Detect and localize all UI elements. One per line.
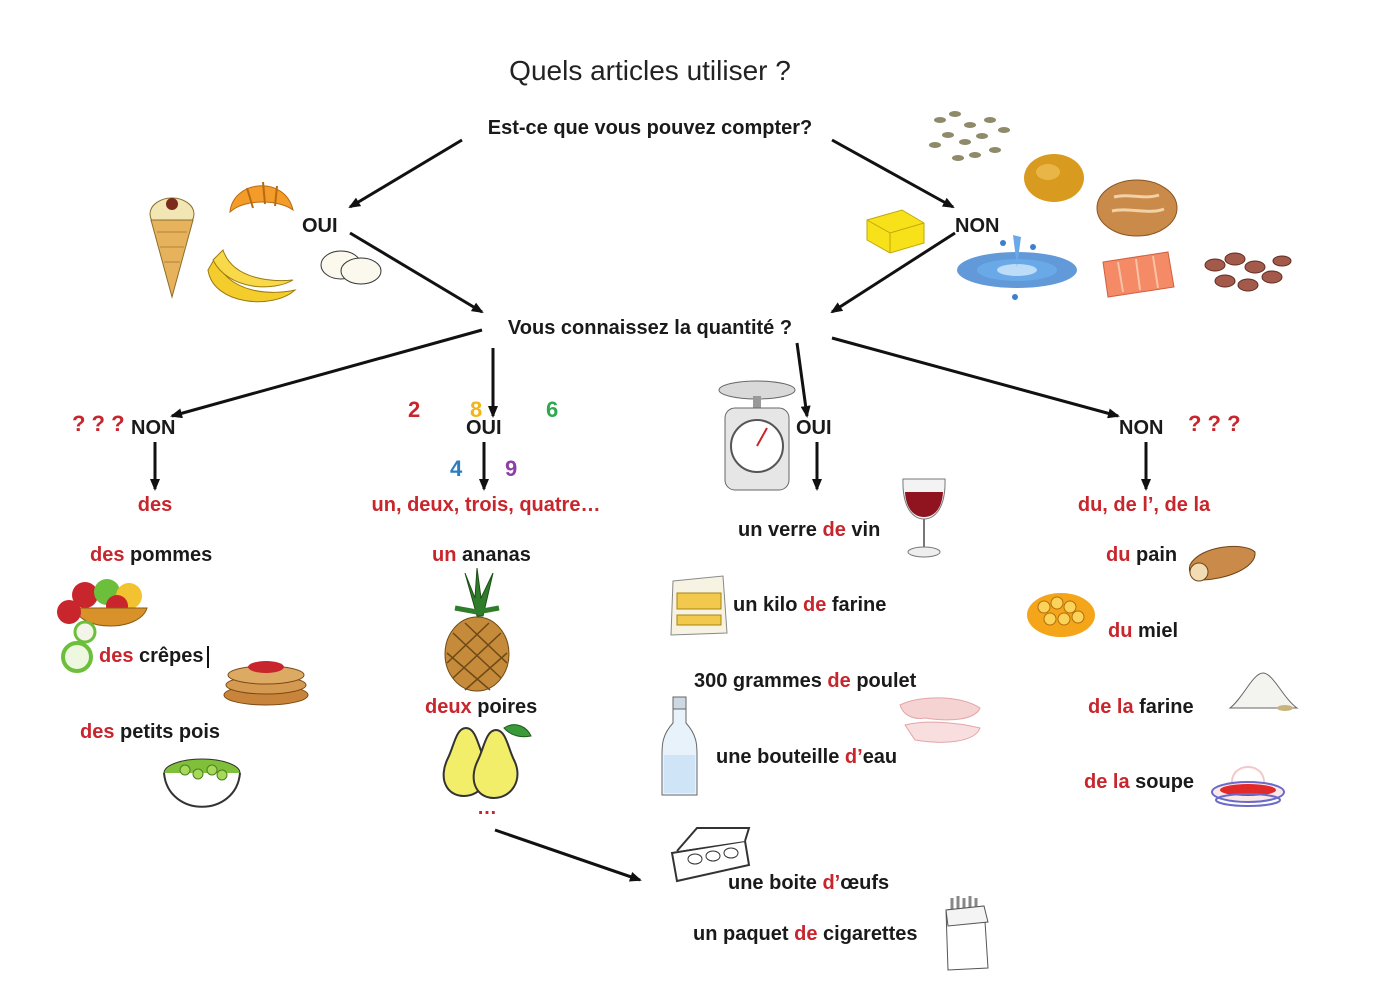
croissant-icon xyxy=(229,181,294,214)
example-du-pain: du pain xyxy=(1106,544,1178,566)
cookie-icon xyxy=(320,250,382,285)
example-du-miel: du miel xyxy=(1108,620,1179,642)
header-du-de: du, de l’, de la xyxy=(1077,494,1211,516)
pineapple-icon xyxy=(444,568,510,692)
example-un-kilo-de-farine: un kilo de farine xyxy=(733,594,887,616)
number-2: 2 xyxy=(408,397,421,422)
example-deux-poires: deux poires xyxy=(425,696,538,718)
example-une-bouteille-deau: une bouteille d’eau xyxy=(716,746,898,768)
butter-icon xyxy=(866,209,925,254)
question-count: Est-ce que vous pouvez compter? xyxy=(487,117,813,139)
branch-oui-count: OUI xyxy=(466,417,502,439)
arrow-q1-oui xyxy=(348,138,463,209)
page-title: Quels articles utiliser ? xyxy=(509,55,791,86)
branch-non-left: NON xyxy=(131,417,176,439)
example-des-pommes: des pommes xyxy=(90,544,213,566)
banana-icon xyxy=(207,249,297,303)
chicken-icon xyxy=(899,697,981,743)
example-un-paquet-de-cigarettes: un paquet de cigarettes xyxy=(693,923,918,945)
arrow-non-q2 xyxy=(830,231,956,314)
arrow-q2-non-right xyxy=(831,336,1120,419)
arrow-q2-non-left xyxy=(170,328,483,419)
bread-icon xyxy=(1096,179,1178,237)
example-300-grammes-de-poulet: 300 grammes de poulet xyxy=(694,670,917,692)
example-une-boite-doeufs: une boite d’œufs xyxy=(728,872,890,894)
seeds-icon xyxy=(929,111,1010,161)
apple-icon xyxy=(61,641,93,673)
example-de-la-soupe: de la soupe xyxy=(1084,771,1195,793)
baguette-icon xyxy=(1188,545,1256,582)
scale-icon xyxy=(718,380,796,491)
example-des-crepes: des crêpes xyxy=(99,645,209,668)
header-des: des xyxy=(137,494,173,516)
water-bottle-icon xyxy=(661,696,698,796)
pancakes-icon xyxy=(223,661,309,706)
number-9: 9 xyxy=(505,456,518,481)
number-6: 6 xyxy=(546,397,559,422)
example-un-verre-de-vin: un verre de vin xyxy=(738,519,881,541)
number-8: 8 xyxy=(470,397,483,422)
pears-icon xyxy=(442,724,532,800)
example-des-petits-pois: des petits pois xyxy=(80,721,221,743)
beans-icon xyxy=(1204,252,1292,292)
flour-bag-icon xyxy=(670,575,728,636)
branch-non-right: NON xyxy=(1119,417,1164,439)
arrow-oui-q2 xyxy=(349,231,484,314)
branch-oui-top: OUI xyxy=(302,215,338,237)
question-marks-left: ? ? ? xyxy=(72,411,125,436)
arrow-more-to-boxes xyxy=(494,828,642,882)
question-quantity: Vous connaissez la quantité ? xyxy=(507,317,793,339)
wine-glass-icon xyxy=(902,478,946,558)
example-un-ananas: un ananas xyxy=(432,544,531,566)
salmon-icon xyxy=(1102,251,1175,298)
branch-non-top: NON xyxy=(955,215,1000,237)
arrow-q2-oui-qty xyxy=(795,342,811,418)
arrow-q1-non xyxy=(831,138,955,209)
flour-pile-icon xyxy=(1228,672,1299,711)
ice-cream-cone-icon xyxy=(149,197,195,299)
soup-bowl-icon xyxy=(1211,766,1285,807)
question-marks-right: ? ? ? xyxy=(1188,411,1241,436)
peas-bowl-icon xyxy=(163,758,241,808)
egg-box-icon xyxy=(670,827,751,883)
cigarette-pack-icon xyxy=(945,896,989,971)
spice-icon xyxy=(1024,154,1084,202)
header-un-deux: un, deux, trois, quatre… xyxy=(371,494,601,516)
example-more: … xyxy=(477,797,497,819)
honeycomb-icon xyxy=(1027,593,1095,637)
fruit-bowl-icon xyxy=(57,579,148,644)
number-4: 4 xyxy=(450,456,463,481)
water-splash-icon xyxy=(957,235,1077,300)
example-de-la-farine: de la farine xyxy=(1088,696,1194,718)
branch-oui-quantity: OUI xyxy=(796,417,832,439)
